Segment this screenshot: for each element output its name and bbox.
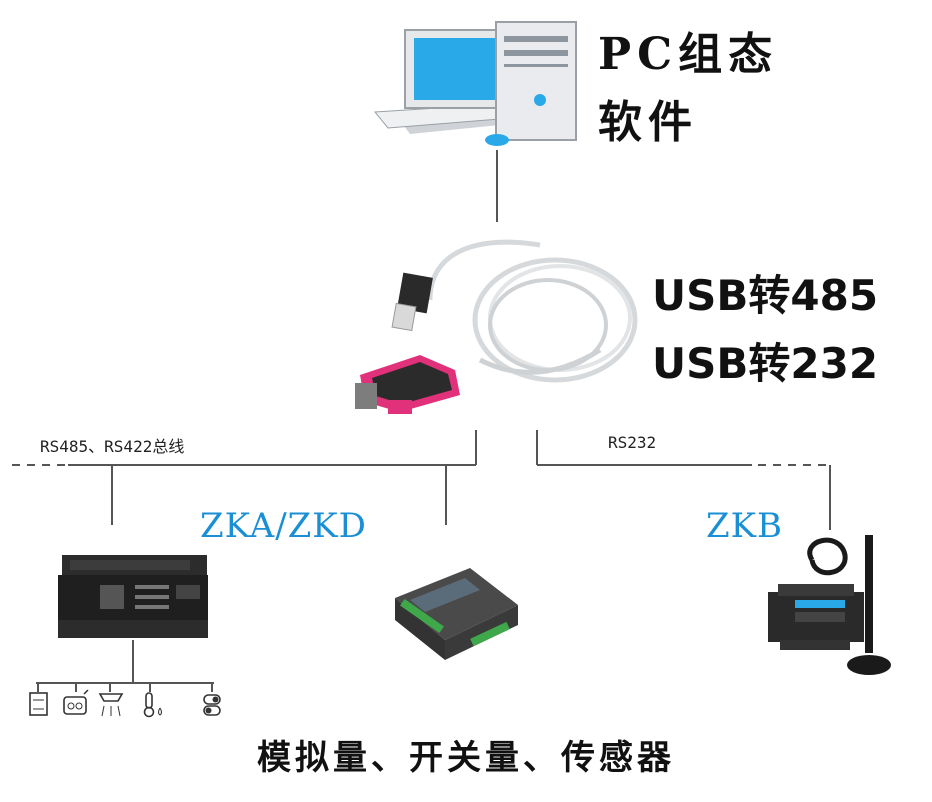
relay-icon bbox=[63, 689, 89, 715]
pc-label-line2: 软件 bbox=[598, 97, 698, 148]
pc-label-line1: PC组态 bbox=[598, 29, 779, 80]
din-module-icon bbox=[58, 555, 208, 638]
wireless-module-icon bbox=[768, 535, 891, 675]
left-model-label: ZKA/ZKD bbox=[200, 506, 367, 546]
usb-cable-icon bbox=[355, 239, 638, 414]
converter-label-line2: USB转232 bbox=[652, 339, 879, 388]
io-module-icon bbox=[395, 568, 518, 660]
bottom-caption: 模拟量、开关量、传感器 bbox=[257, 738, 675, 778]
display-sensor-icon bbox=[29, 692, 48, 716]
switch-icon bbox=[203, 694, 221, 716]
right-model-label: ZKB bbox=[706, 506, 784, 546]
right-bus-label: RS232 bbox=[608, 433, 657, 452]
converter-label-line1: USB转485 bbox=[652, 271, 879, 320]
pc-icon bbox=[374, 21, 577, 146]
smoke-sensor-icon bbox=[98, 693, 124, 717]
temperature-sensor-icon bbox=[143, 692, 162, 718]
left-bus-label: RS485、RS422总线 bbox=[40, 437, 185, 456]
